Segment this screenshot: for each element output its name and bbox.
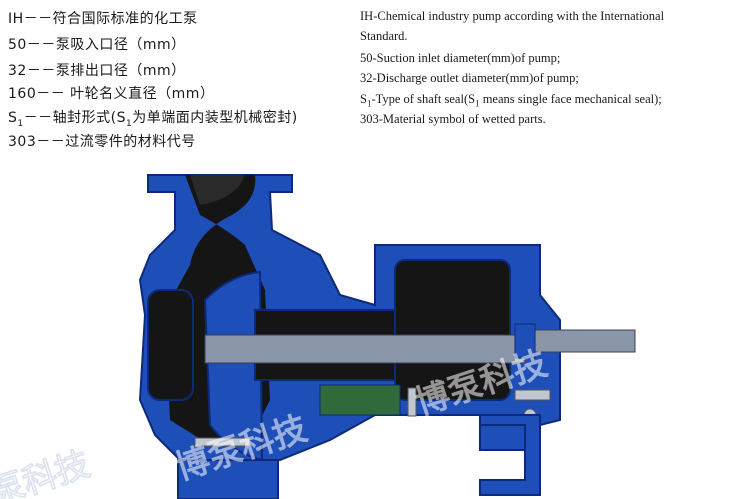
mechanical-seal — [319, 384, 401, 416]
bolt-bearing — [407, 387, 417, 417]
seal-desc-subscript: 1 — [125, 118, 133, 129]
bolt-support — [514, 389, 551, 401]
legend-zh-line-3: 32－－泵排出口径（mm） — [8, 63, 186, 79]
inlet-cover — [147, 289, 194, 401]
legend-zh-line-2: 50－－泵吸入口径（mm） — [8, 37, 186, 53]
watermark-3: 博泵 — [656, 287, 729, 343]
seal-type-suffix: means single face mechanical seal); — [479, 92, 662, 106]
suction-port — [190, 175, 245, 205]
seal-code-letter: S — [8, 110, 18, 126]
legend-en-line-3: 32-Discharge outlet diameter(mm)of pump; — [360, 71, 579, 85]
support-foot — [479, 414, 541, 496]
seal-desc-mid: －－轴封形式(S — [23, 110, 126, 126]
impeller — [203, 270, 264, 462]
seal-type-mid: -Type of shaft seal(S — [371, 92, 476, 106]
bearing-end-cap — [514, 323, 536, 359]
legend-en-line-5: 303-Material symbol of wetted parts. — [360, 112, 546, 126]
seal-type-letter: S — [360, 92, 367, 106]
pump-shaft — [204, 334, 526, 364]
legend-zh-line-1: IH－－符合国际标准的化工泵 — [8, 11, 198, 27]
legend-zh-line-5: S1－－轴封形式(S1为单端面内装型机械密封) — [8, 107, 298, 129]
legend-en-line-1a: IH-Chemical industry pump according with… — [360, 9, 665, 23]
watermark-4: 泵科技 — [0, 444, 95, 499]
legend-en-line-1b: Standard. — [360, 29, 408, 43]
legend-zh-line-6: 303－－过流零件的材料代号 — [8, 134, 196, 150]
seal-type-subscript: 1 — [366, 98, 372, 109]
seal-type-subscript-2: 1 — [475, 98, 480, 109]
pump-cross-section-diagram: 博泵科技 博泵科技 博泵 泵科技 — [0, 174, 729, 499]
legend-zh-line-4: 160－－ 叶轮名义直径（mm） — [8, 86, 215, 102]
seal-desc-suffix: 为单端面内装型机械密封) — [132, 110, 298, 126]
seal-code-subscript: 1 — [17, 118, 24, 129]
legend-en-line-2: 50-Suction inlet diameter(mm)of pump; — [360, 51, 561, 65]
bolt-lower — [194, 437, 251, 447]
legend-en-line-4: S1-Type of shaft seal(S1 means single fa… — [360, 92, 662, 109]
